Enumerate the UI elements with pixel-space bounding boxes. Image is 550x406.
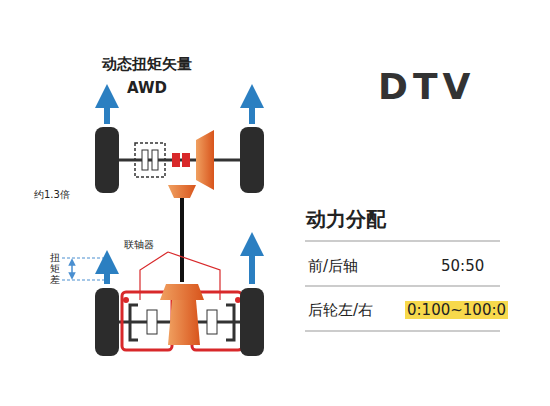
table-cell-highlight: 0:100~100:0 [405, 301, 508, 319]
section-heading: 动力分配 [306, 206, 386, 233]
torque-note: 扭矩差 [50, 252, 60, 285]
table-cell: 后轮左/右 [308, 301, 373, 320]
part-name: 联轴器 [124, 238, 154, 252]
ratio-note: 约1.3倍 [34, 188, 70, 202]
table-cell: 50:50 [441, 257, 484, 275]
table-cell: 前/后轴 [308, 257, 358, 276]
title: DTV [378, 66, 475, 107]
diagram-heading: 动态扭矩矢量 AWD [92, 52, 202, 100]
